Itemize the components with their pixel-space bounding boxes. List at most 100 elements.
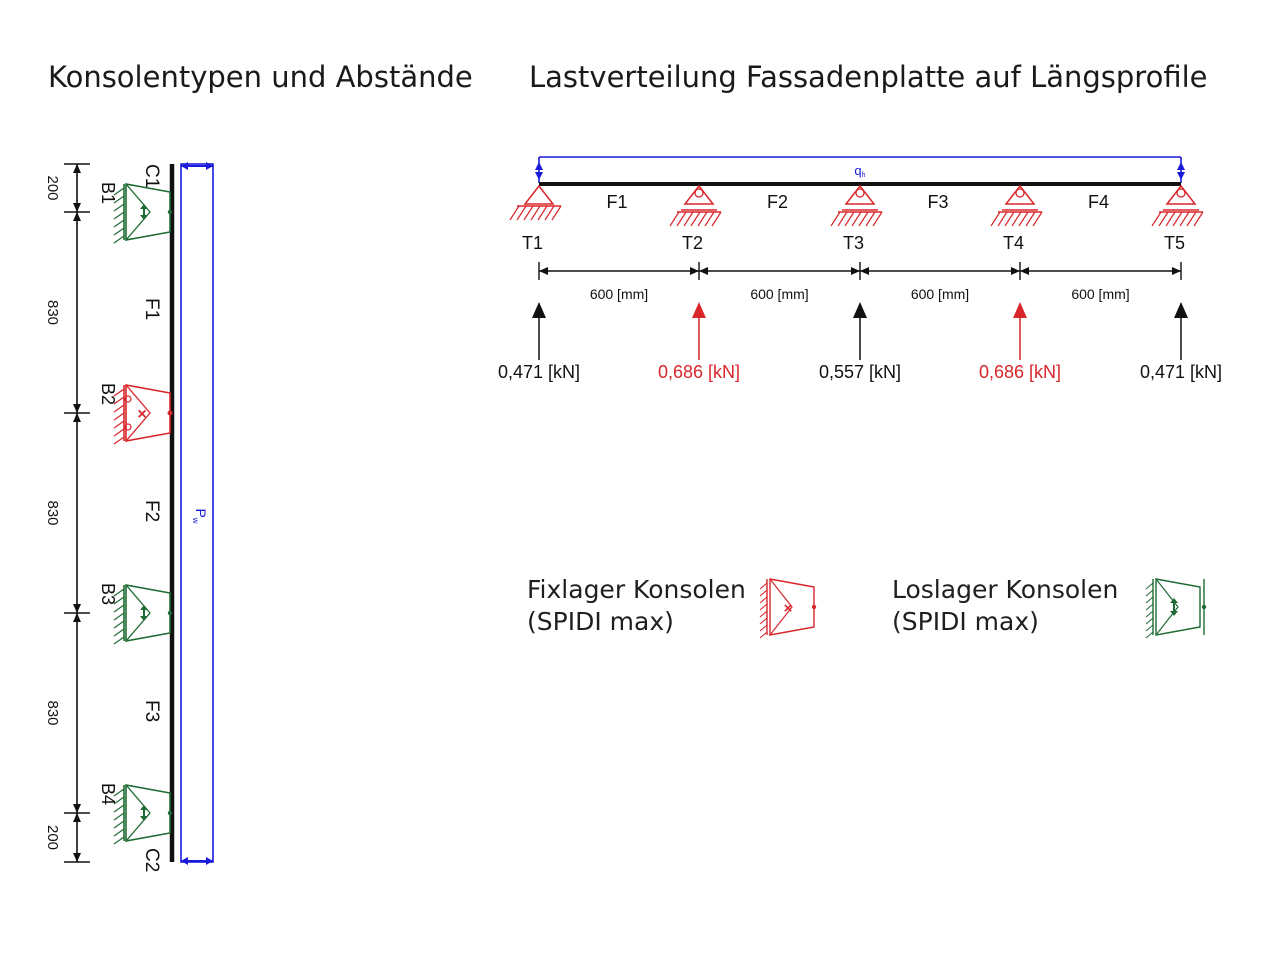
console-hatch-line <box>113 219 125 228</box>
console-label: B2 <box>98 383 118 405</box>
support-hatch-line <box>516 205 527 221</box>
reaction-t1: 0,471 [kN] <box>498 302 580 382</box>
span-arrow <box>699 267 708 275</box>
console-bolt-icon <box>167 209 173 215</box>
console-hatch-line <box>1145 624 1154 632</box>
dimension-label-group: 830 <box>44 300 61 325</box>
support-hatch-line <box>676 211 687 227</box>
console-hatch-line <box>759 589 768 597</box>
support-hatch-line <box>1032 211 1043 227</box>
console-hatch-line <box>113 420 125 429</box>
console-hatch-line <box>113 404 125 413</box>
support-hatch-line <box>1151 211 1162 227</box>
console-body <box>125 784 171 842</box>
los-slide-icon <box>140 605 148 621</box>
beam-field-f3: F3 <box>927 192 948 212</box>
console-hatch-line <box>113 195 125 204</box>
beam-field-f4: F4 <box>1088 192 1109 212</box>
support-roller <box>1176 188 1186 198</box>
support-triangle <box>1165 184 1197 205</box>
support-hatch-line <box>683 211 694 227</box>
console-label-group: B1 <box>98 182 118 204</box>
dimension-label-group: 830 <box>44 500 61 525</box>
support-triangle <box>523 184 555 205</box>
legend-los-symbol <box>1145 578 1207 639</box>
support-hatch-line <box>872 211 883 227</box>
reaction-value: 0,471 [kN] <box>1140 362 1222 382</box>
support-hatch-line <box>690 211 701 227</box>
console-label-group: B3 <box>98 583 118 605</box>
support-hatch-line <box>865 211 876 227</box>
console-hatch-line <box>1145 631 1154 639</box>
support-hatch-line <box>997 211 1008 227</box>
console-hatch-line <box>113 203 125 212</box>
legend-fix: Fixlager Konsolen (SPIDI max) <box>527 574 746 638</box>
field-label-f2: F2 <box>141 500 162 522</box>
dimension-label-group: 200 <box>44 825 61 850</box>
dimension-arrow <box>73 804 81 813</box>
console-label: B4 <box>98 783 118 805</box>
dimension-arrow <box>73 404 81 413</box>
reaction-t4: 0,686 [kN] <box>979 302 1061 382</box>
span-arrow <box>860 267 869 275</box>
support-hatch-line <box>1025 211 1036 227</box>
console-hatch-line <box>759 624 768 632</box>
console-hatch-line <box>113 388 125 397</box>
console-hatch-line <box>113 412 125 421</box>
title-left: Konsolentypen und Abstände <box>48 60 473 94</box>
span-arrow <box>539 267 548 275</box>
support-hatch-line <box>1186 211 1197 227</box>
support-roller <box>855 188 865 198</box>
dimension-arrow <box>73 203 81 212</box>
console-bolt-icon <box>167 810 173 816</box>
support-t1: T1 <box>509 184 562 253</box>
console-hatch-line <box>113 596 125 605</box>
dimension-arrow <box>73 212 81 221</box>
reaction-t2: 0,686 [kN] <box>658 302 740 382</box>
load-bottom-arrowheads <box>181 857 213 865</box>
console-hatch-line <box>113 836 125 845</box>
end-label-bottom: C2 <box>141 848 162 872</box>
console-hatch-line <box>113 788 125 797</box>
support-hatch-line <box>830 211 841 227</box>
legend-fix-symbol: × <box>759 578 817 639</box>
console-label-group: B2 <box>98 383 118 405</box>
reaction-value: 0,686 [kN] <box>658 362 740 382</box>
support-roller <box>694 188 704 198</box>
console-brace <box>125 384 151 442</box>
console-hatch-line <box>1145 617 1154 625</box>
dimension-label-group: 830 <box>44 700 61 725</box>
load-top-arrowheads <box>181 162 213 170</box>
support-hatch-line <box>1179 211 1190 227</box>
console-b3 <box>113 584 173 645</box>
console-hatch-line <box>759 596 768 604</box>
legend-los-line2: (SPIDI max) <box>892 607 1039 636</box>
fix-x-icon: × <box>137 406 146 423</box>
reaction-arrowhead <box>532 302 546 318</box>
dimension-label: 830 <box>44 700 61 725</box>
support-hatch-line <box>837 211 848 227</box>
load-label-pw: Pw <box>191 508 209 523</box>
span-label: 600 [mm] <box>1071 286 1129 302</box>
field-label-f1: F1 <box>141 298 162 320</box>
support-hatch-line <box>1011 211 1022 227</box>
span-arrow <box>1020 267 1029 275</box>
support-hatch-line <box>1172 211 1183 227</box>
legend-los-console <box>1145 578 1207 639</box>
support-hatch-line <box>697 211 708 227</box>
beam-field-f1: F1 <box>606 192 627 212</box>
legend-fix-console: × <box>759 578 817 639</box>
support-hatch-line <box>990 211 1001 227</box>
console-hatch-line <box>113 187 125 196</box>
legend-los: Loslager Konsolen (SPIDI max) <box>892 574 1118 638</box>
reaction-arrowhead <box>692 302 706 318</box>
console-hatch-line <box>113 820 125 829</box>
console-hatch-line <box>113 227 125 236</box>
console-hatch-line <box>1145 589 1154 597</box>
dimension-label: 830 <box>44 300 61 325</box>
support-triangle <box>1004 184 1036 205</box>
console-hatch-line <box>113 804 125 813</box>
reaction-arrowhead <box>1174 302 1188 318</box>
console-body <box>1155 578 1201 636</box>
